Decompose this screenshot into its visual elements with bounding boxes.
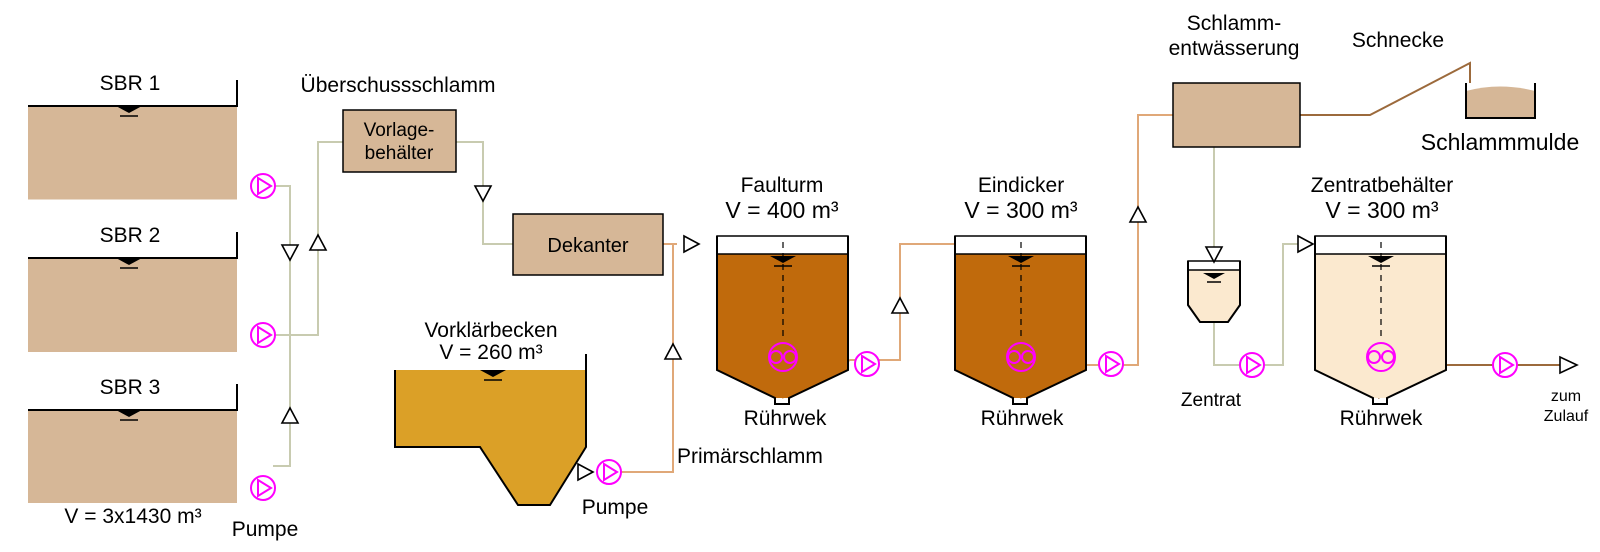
pipe-zentrat-out: [1213, 322, 1240, 366]
pipe-primaerschlamm: [621, 244, 674, 473]
flow-arrow-down-icon: [280, 244, 300, 262]
pump-icon: [1492, 352, 1518, 378]
label-faulturm-name: Faulturm: [741, 174, 824, 197]
label-zentrat: Zentrat: [1181, 390, 1242, 411]
flow-arrow-up-icon: [1128, 205, 1148, 223]
zentratbehaelter-tank: [1314, 235, 1447, 405]
label-zulauf: Zulauf: [1544, 408, 1589, 425]
water-level-icon: [116, 258, 142, 265]
water-level-icon: [1368, 256, 1394, 263]
sbr-1-fill: [28, 106, 237, 199]
faulturm-tank: [716, 235, 849, 405]
vorklaerbecken: [394, 354, 587, 506]
pump-icon: [250, 173, 276, 199]
label-sbr3: SBR 3: [100, 376, 161, 399]
water-level-icon: [116, 410, 142, 417]
sbr-tank-2: [28, 232, 238, 352]
flow-arrow-down-icon: [1204, 246, 1224, 264]
flow-arrow-right-icon: [1297, 234, 1315, 254]
label-pumpe-left: Pumpe: [232, 518, 299, 541]
label-faulturm-volume: V = 400 m³: [725, 197, 838, 223]
pump-icon: [250, 475, 276, 501]
mixer-icon: [768, 342, 798, 372]
flow-arrow-up-icon: [663, 342, 683, 360]
label-schlamm-line1: Schlamm-: [1187, 12, 1282, 35]
water-level-icon: [770, 256, 796, 263]
water-level-icon: [480, 370, 506, 377]
label-eindicker-ruehrwerk: Rührwek: [981, 407, 1064, 430]
label-zum: zum: [1551, 388, 1581, 405]
pump-icon: [250, 322, 276, 348]
flow-arrow-right-icon: [683, 234, 701, 254]
flow-arrow-right-icon: [577, 462, 595, 482]
flow-arrow-right-icon: [1559, 355, 1579, 375]
label-zentrat-ruehrwerk: Rührwek: [1340, 407, 1423, 430]
label-zentrat-name: Zentratbehälter: [1311, 174, 1453, 197]
water-level-icon: [1008, 256, 1034, 263]
flow-arrow-up-icon: [280, 406, 300, 424]
label-pumpe-bottom: Pumpe: [582, 496, 649, 519]
zentrat-vessel: [1187, 260, 1241, 323]
mixer-icon: [1366, 342, 1396, 372]
flow-arrow-up-icon: [308, 233, 328, 251]
pipe-schnecke: [1300, 61, 1471, 116]
water-level-icon: [116, 106, 142, 113]
label-vorlage-line2: behälter: [365, 143, 434, 164]
sbr-tank-3: [28, 384, 238, 503]
sbr-tank-1: [28, 80, 238, 200]
pump-icon: [596, 459, 622, 485]
schlammentwaesserung-box: [1172, 82, 1301, 148]
label-sbr-volume: V = 3x1430 m³: [64, 505, 201, 528]
eindicker-tank: [954, 235, 1087, 405]
sbr-3-fill: [28, 410, 237, 503]
label-vorklaer-name: Vorklärbecken: [424, 319, 557, 342]
label-schlamm-line2: entwässerung: [1169, 37, 1300, 60]
label-dekanter: Dekanter: [547, 235, 628, 257]
dekanter-box: [512, 213, 664, 276]
label-eindicker-name: Eindicker: [978, 174, 1064, 197]
pump-icon: [1098, 351, 1124, 377]
label-schnecke: Schnecke: [1352, 29, 1444, 52]
pipe-sbr1-out: [273, 185, 291, 467]
label-ueberschussschlamm: Überschussschlamm: [301, 74, 496, 97]
schlammmulde: [1465, 83, 1536, 119]
label-faulturm-ruehrwerk: Rührwek: [744, 407, 827, 430]
label-primaerschlamm: Primärschlamm: [677, 445, 823, 468]
label-zentrat-volume: V = 300 m³: [1325, 197, 1438, 223]
label-eindicker-volume: V = 300 m³: [964, 197, 1077, 223]
flow-arrow-down-icon: [473, 185, 493, 203]
label-vorklaer-volume: V = 260 m³: [439, 341, 542, 364]
label-sbr2: SBR 2: [100, 224, 161, 247]
flow-arrow-up-icon: [890, 296, 910, 314]
sbr-2-fill: [28, 258, 237, 352]
pump-icon: [1239, 352, 1265, 378]
pipe-zentrat-to-tank: [1265, 243, 1305, 366]
label-sbr1: SBR 1: [100, 72, 161, 95]
label-schlammmulde: Schlammmulde: [1421, 129, 1580, 155]
label-vorlage-line1: Vorlage-: [364, 120, 435, 141]
pump-icon: [854, 351, 880, 377]
vorlagebehaelter-box: [342, 109, 457, 173]
mixer-icon: [1006, 342, 1036, 372]
water-level-icon: [1203, 273, 1225, 279]
